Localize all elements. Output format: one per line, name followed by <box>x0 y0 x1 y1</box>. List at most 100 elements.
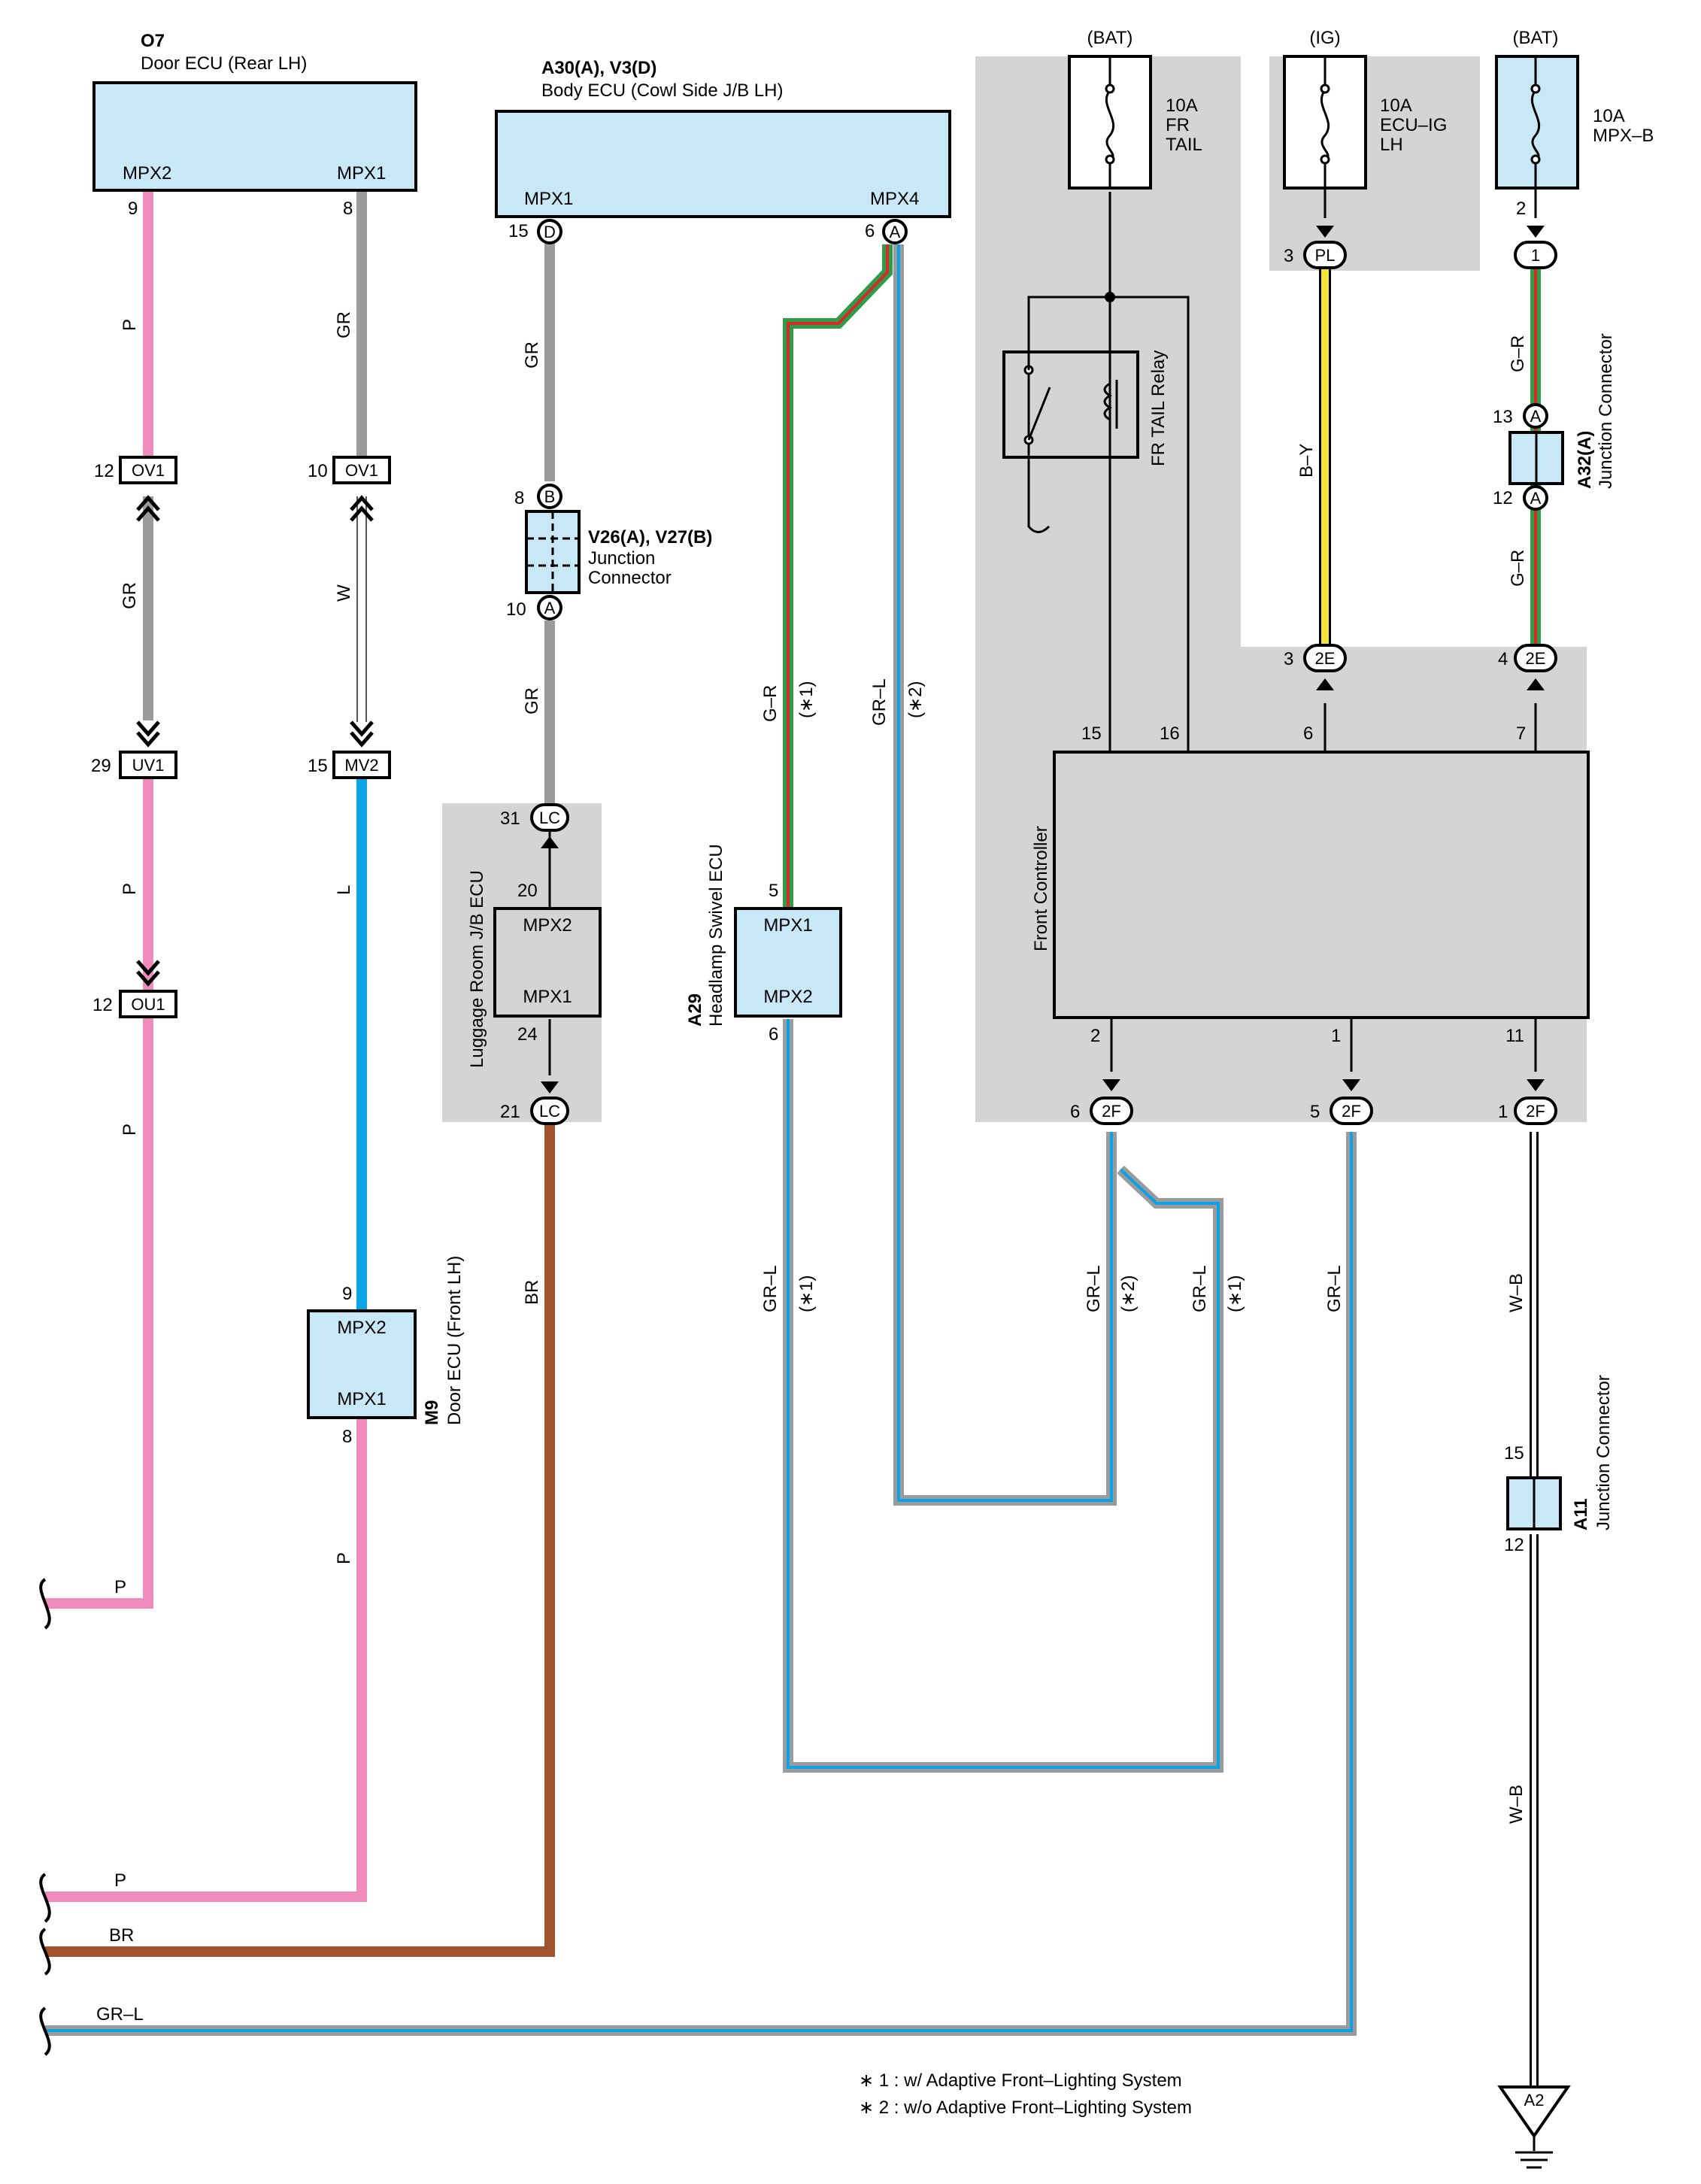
svg-text:W: W <box>334 584 354 602</box>
svg-text:Headlamp Swivel ECU: Headlamp Swivel ECU <box>706 844 726 1027</box>
svg-text:V26(A), V27(B): V26(A), V27(B) <box>588 527 712 548</box>
svg-text:10: 10 <box>506 599 526 620</box>
svg-text:A: A <box>544 599 556 617</box>
svg-text:10A: 10A <box>1593 106 1625 126</box>
m9-door-ecu-front: MPX2 MPX1 9 8 M9 Door ECU (Front LH) <box>307 1256 465 1447</box>
connector-2f-6: 2F 6 <box>1070 1079 1133 1125</box>
svg-text:P: P <box>334 1552 354 1564</box>
svg-text:GR–L: GR–L <box>1324 1265 1345 1312</box>
svg-text:OV1: OV1 <box>132 461 165 480</box>
svg-text:(IG): (IG) <box>1309 28 1340 48</box>
svg-text:16: 16 <box>1160 723 1180 744</box>
svg-text:7: 7 <box>1516 723 1526 744</box>
svg-text:A30(A), V3(D): A30(A), V3(D) <box>541 58 656 78</box>
svg-text:GR: GR <box>334 311 354 338</box>
svg-text:2F: 2F <box>1342 1102 1361 1121</box>
svg-text:12: 12 <box>94 461 114 481</box>
svg-text:LC: LC <box>539 1102 560 1121</box>
svg-text:20: 20 <box>517 881 538 901</box>
svg-text:MPX4: MPX4 <box>870 189 919 209</box>
svg-text:1: 1 <box>1331 1026 1341 1046</box>
svg-text:15: 15 <box>1081 723 1102 744</box>
svg-text:MPX1: MPX1 <box>337 163 386 184</box>
svg-text:P: P <box>114 1577 126 1597</box>
svg-text:P: P <box>120 319 140 331</box>
connector-2e-right: 2E 4 <box>1498 644 1557 690</box>
svg-text:1: 1 <box>1498 1102 1508 1122</box>
svg-text:6: 6 <box>865 221 875 241</box>
svg-text:8: 8 <box>342 1427 352 1447</box>
svg-text:OU1: OU1 <box>131 995 165 1014</box>
svg-text:12: 12 <box>1504 1535 1524 1555</box>
svg-text:Junction Connector: Junction Connector <box>1596 333 1616 489</box>
connector-ov1-left: OV1 12 <box>94 456 177 522</box>
svg-text:12: 12 <box>1493 488 1513 508</box>
svg-text:24: 24 <box>517 1024 538 1045</box>
svg-text:2E: 2E <box>1315 649 1336 668</box>
svg-text:(∗1): (∗1) <box>1225 1276 1245 1312</box>
svg-text:W–B: W–B <box>1506 1273 1527 1312</box>
luggage-room-jb-ecu: MPX2 MPX1 20 24 Luggage Room J/B ECU <box>467 870 602 1068</box>
svg-text:P: P <box>120 1124 140 1136</box>
thin-wires <box>1027 188 1537 1072</box>
svg-text:2F: 2F <box>1526 1102 1545 1121</box>
wire-body-mpx1 <box>45 242 555 1957</box>
wire-o7-mpx2 <box>45 192 153 1609</box>
svg-text:MPX1: MPX1 <box>523 987 572 1007</box>
svg-text:15: 15 <box>308 756 328 776</box>
svg-text:5: 5 <box>769 881 778 901</box>
svg-text:10A: 10A <box>1380 96 1412 116</box>
o7-door-ecu-rear: O7 Door ECU (Rear LH) MPX2 MPX1 9 8 <box>92 31 417 219</box>
svg-text:6: 6 <box>1303 723 1313 744</box>
svg-text:Junction: Junction <box>588 548 655 569</box>
v26-junction-connector: 8 B 10 A V26(A), V27(B) Junction Connect… <box>506 484 712 620</box>
svg-text:(BAT): (BAT) <box>1087 28 1133 48</box>
wire-break-symbols <box>39 1578 51 2056</box>
svg-text:Body ECU (Cowl Side J/B LH): Body ECU (Cowl Side J/B LH) <box>541 80 783 101</box>
svg-text:MPX1: MPX1 <box>337 1389 386 1409</box>
footnotes: ∗ 1 : w/ Adaptive Front–Lighting System … <box>859 2070 1192 2118</box>
fuse-ecu-ig: (IG) 10A ECU–IG LH <box>1283 28 1447 190</box>
svg-text:21: 21 <box>500 1102 520 1122</box>
connector-2f-5: 2F 5 <box>1310 1079 1373 1125</box>
svg-text:G–R: G–R <box>760 685 781 722</box>
svg-text:6: 6 <box>1070 1102 1080 1122</box>
svg-text:31: 31 <box>500 808 520 829</box>
svg-text:15: 15 <box>1504 1443 1524 1464</box>
svg-text:BR: BR <box>109 1925 134 1946</box>
a29-headlamp-swivel-ecu: MPX1 MPX2 5 6 A29 Headlamp Swivel ECU <box>685 844 842 1045</box>
svg-text:GR: GR <box>522 687 542 714</box>
svg-text:MPX1: MPX1 <box>763 915 812 936</box>
svg-text:GR: GR <box>522 341 542 369</box>
svg-text:(∗2): (∗2) <box>905 681 926 718</box>
svg-text:10: 10 <box>308 461 328 481</box>
svg-text:A: A <box>1530 407 1542 426</box>
svg-text:P: P <box>114 1870 126 1891</box>
svg-text:FR: FR <box>1166 115 1190 135</box>
front-controller: Front Controller 15 16 6 7 2 1 11 <box>1031 723 1590 1046</box>
svg-text:Junction Connector: Junction Connector <box>1593 1375 1614 1530</box>
svg-text:GR–L: GR–L <box>760 1265 781 1312</box>
svg-text:PL: PL <box>1315 246 1336 265</box>
svg-text:Door ECU (Front LH): Door ECU (Front LH) <box>444 1256 465 1425</box>
a32-junction-connector: A A 13 12 A32(A) Junction Connector <box>1493 333 1616 511</box>
svg-text:13: 13 <box>1493 407 1513 427</box>
ground-a2: A2 <box>1497 2085 1571 2169</box>
svg-text:M9: M9 <box>422 1400 442 1425</box>
svg-text:B: B <box>544 487 556 506</box>
svg-text:2: 2 <box>1516 199 1526 219</box>
svg-text:UV1: UV1 <box>132 756 165 775</box>
svg-text:2: 2 <box>1090 1026 1100 1046</box>
svg-text:A: A <box>890 223 901 241</box>
connector-2f-1: 2F 1 <box>1498 1079 1557 1125</box>
svg-text:Connector: Connector <box>588 568 672 588</box>
svg-text:8: 8 <box>514 488 524 508</box>
svg-text:(∗1): (∗1) <box>796 1276 817 1312</box>
svg-text:L: L <box>334 885 354 895</box>
connector-lc-top: LC 31 <box>500 803 569 848</box>
svg-text:9: 9 <box>128 199 138 219</box>
svg-text:MPX2: MPX2 <box>123 163 171 184</box>
connector-ov1-right: OV1 10 <box>308 456 391 522</box>
connector-mv2: MV2 15 <box>308 720 391 779</box>
